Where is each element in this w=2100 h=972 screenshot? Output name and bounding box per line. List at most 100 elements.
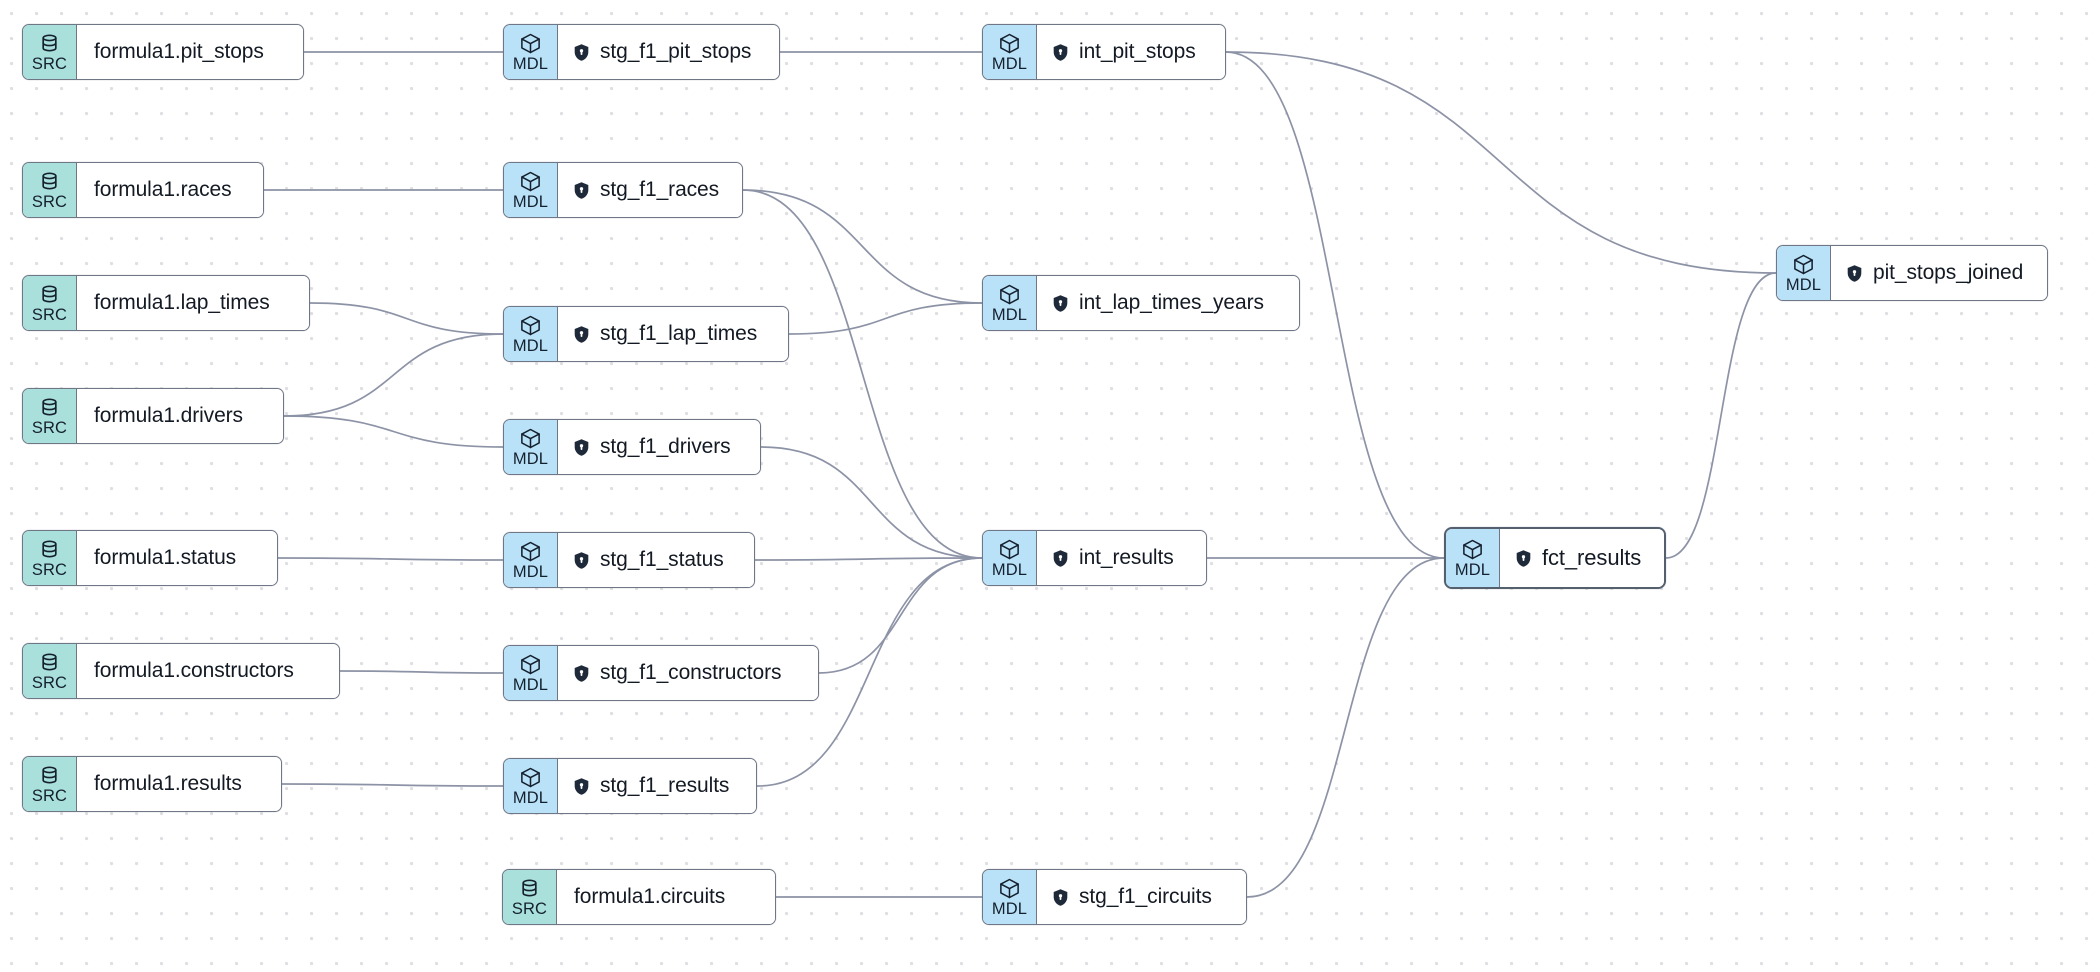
node-kind-label: SRC (31, 305, 68, 324)
node-body[interactable]: stg_f1_drivers (558, 420, 760, 474)
node-body[interactable]: formula1.races (77, 163, 263, 217)
node-body[interactable]: formula1.pit_stops (77, 25, 303, 79)
node-body[interactable]: int_results (1037, 531, 1206, 585)
node-stg_races[interactable]: MDL stg_f1_races (503, 162, 743, 218)
node-body[interactable]: pit_stops_joined (1831, 246, 2047, 300)
cube-icon (1792, 253, 1815, 276)
cube-icon (519, 32, 542, 55)
shield-lock-icon (572, 664, 591, 683)
node-body[interactable]: formula1.circuits (557, 870, 775, 924)
shield-lock-icon (572, 325, 591, 344)
node-src_drivers[interactable]: SRC formula1.drivers (22, 388, 284, 444)
edge-int_pit_stops-to-pit_stops_joined (1225, 51, 1777, 274)
node-src_results[interactable]: SRC formula1.results (22, 756, 282, 812)
node-label: formula1.results (94, 772, 242, 795)
node-body[interactable]: formula1.drivers (77, 389, 283, 443)
mdl-badge: MDL (1777, 246, 1831, 300)
src-badge: SRC (23, 644, 77, 698)
node-src_races[interactable]: SRC formula1.races (22, 162, 264, 218)
node-label: stg_f1_results (600, 774, 730, 797)
node-label: stg_f1_pit_stops (600, 40, 752, 63)
node-body[interactable]: formula1.constructors (77, 644, 339, 698)
node-label: int_lap_times_years (1079, 291, 1264, 314)
node-kind-label: SRC (31, 560, 68, 579)
database-cylinder-icon (38, 170, 61, 193)
cube-icon (519, 170, 542, 193)
node-body[interactable]: formula1.lap_times (77, 276, 309, 330)
node-kind-label: SRC (31, 786, 68, 805)
edge-stg_lap_times-to-int_lap_times_years (788, 302, 983, 335)
node-body[interactable]: stg_f1_lap_times (558, 307, 788, 361)
src-badge: SRC (23, 531, 77, 585)
node-fct_results[interactable]: MDL fct_results (1444, 527, 1666, 589)
node-body[interactable]: int_pit_stops (1037, 25, 1225, 79)
node-label: stg_f1_lap_times (600, 322, 758, 345)
src-badge: SRC (23, 25, 77, 79)
node-body[interactable]: stg_f1_constructors (558, 646, 818, 700)
node-label: formula1.lap_times (94, 291, 270, 314)
node-label: stg_f1_drivers (600, 435, 731, 458)
node-kind-label: SRC (511, 899, 548, 918)
node-body[interactable]: int_lap_times_years (1037, 276, 1299, 330)
edge-fct_results-to-pit_stops_joined (1665, 272, 1777, 559)
node-body[interactable]: stg_f1_pit_stops (558, 25, 779, 79)
node-label: formula1.status (94, 546, 237, 569)
database-cylinder-icon (38, 538, 61, 561)
edge-stg_races-to-int_lap_times_years (742, 189, 983, 304)
node-src_lap_times[interactable]: SRC formula1.lap_times (22, 275, 310, 331)
node-stg_lap_times[interactable]: MDL stg_f1_lap_times (503, 306, 789, 362)
src-badge: SRC (23, 163, 77, 217)
node-label: int_pit_stops (1079, 40, 1196, 63)
cube-icon (519, 766, 542, 789)
node-kind-label: MDL (512, 336, 549, 355)
node-body[interactable]: stg_f1_races (558, 163, 742, 217)
node-kind-label: SRC (31, 192, 68, 211)
node-label: stg_f1_status (600, 548, 724, 571)
cube-icon (519, 427, 542, 450)
mdl-badge: MDL (504, 307, 558, 361)
node-body[interactable]: fct_results (1500, 529, 1664, 587)
node-body[interactable]: formula1.results (77, 757, 281, 811)
edge-src_drivers-to-stg_drivers (283, 415, 504, 448)
node-kind-label: SRC (31, 418, 68, 437)
cube-icon (998, 283, 1021, 306)
node-body[interactable]: stg_f1_results (558, 759, 756, 813)
shield-lock-icon (1051, 43, 1070, 62)
edge-src_constructors-to-stg_constructors (339, 670, 504, 674)
node-kind-label: MDL (991, 560, 1028, 579)
node-kind-label: SRC (31, 673, 68, 692)
shield-lock-icon (572, 181, 591, 200)
node-label: formula1.constructors (94, 659, 294, 682)
cube-icon (998, 32, 1021, 55)
node-label: pit_stops_joined (1873, 261, 2024, 284)
node-kind-label: MDL (1454, 560, 1491, 579)
node-src_circuits[interactable]: SRC formula1.circuits (502, 869, 776, 925)
node-kind-label: MDL (512, 192, 549, 211)
node-body[interactable]: stg_f1_status (558, 533, 754, 587)
cube-icon (1461, 538, 1484, 561)
node-int_results[interactable]: MDL int_results (982, 530, 1207, 586)
node-body[interactable]: formula1.status (77, 531, 277, 585)
node-src_constructors[interactable]: SRC formula1.constructors (22, 643, 340, 699)
src-badge: SRC (23, 276, 77, 330)
node-src_pit_stops[interactable]: SRC formula1.pit_stops (22, 24, 304, 80)
src-badge: SRC (23, 389, 77, 443)
mdl-badge: MDL (983, 531, 1037, 585)
shield-lock-icon (1514, 549, 1533, 568)
node-body[interactable]: stg_f1_circuits (1037, 870, 1246, 924)
node-pit_stops_joined[interactable]: MDL pit_stops_joined (1776, 245, 2048, 301)
edge-src_results-to-stg_results (281, 783, 504, 787)
node-kind-label: SRC (31, 54, 68, 73)
node-src_status[interactable]: SRC formula1.status (22, 530, 278, 586)
edge-stg_circuits-to-fct_results (1246, 557, 1445, 898)
